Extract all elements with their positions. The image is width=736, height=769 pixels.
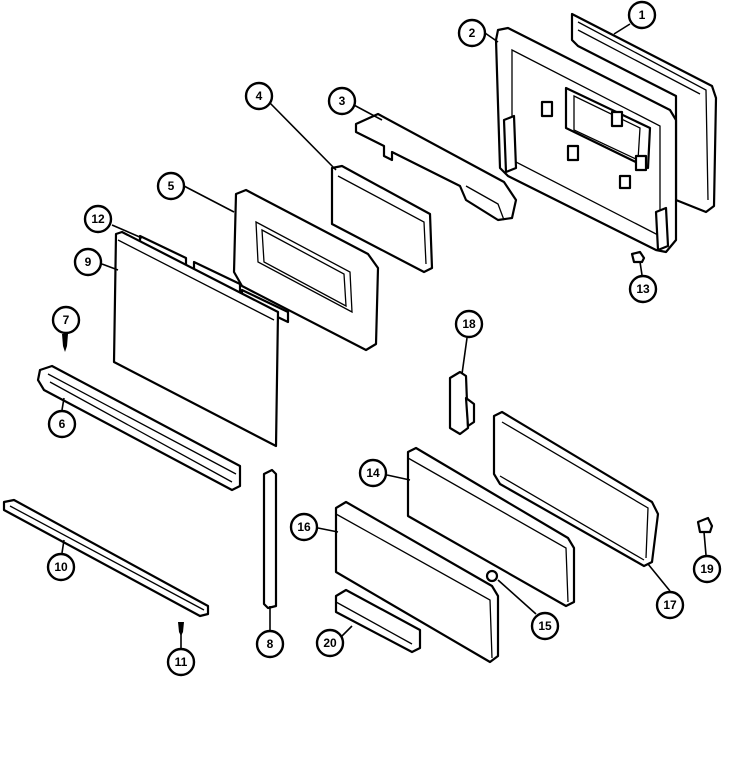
part-15-screw [485, 569, 499, 583]
callout-19: 19 [692, 554, 722, 584]
part-3-vent-duct [354, 112, 518, 222]
svg-text:2: 2 [469, 26, 476, 40]
callout-1: 1 [627, 0, 657, 30]
part-20-drawer-rail [334, 588, 422, 654]
callout-15: 15 [530, 611, 560, 641]
part-8-side-trim [262, 468, 278, 610]
svg-text:5: 5 [168, 179, 175, 193]
leader-lines [61, 23, 707, 649]
callout-5: 5 [156, 171, 186, 201]
part-18-hinge [448, 370, 476, 436]
callout-16: 16 [289, 512, 319, 542]
svg-text:4: 4 [256, 89, 263, 103]
part-17-drawer-panel [492, 410, 660, 568]
part-11-screw [178, 622, 184, 636]
callout-3: 3 [327, 86, 357, 116]
callout-10: 10 [46, 552, 76, 582]
part-4-inner-glass [330, 164, 434, 274]
part-7-screw [62, 334, 68, 352]
svg-text:6: 6 [59, 417, 66, 431]
svg-text:3: 3 [339, 94, 346, 108]
part-6-door-handle [36, 364, 242, 492]
callout-18: 18 [454, 309, 484, 339]
svg-text:10: 10 [54, 560, 68, 574]
svg-text:18: 18 [462, 317, 476, 331]
svg-text:8: 8 [267, 637, 274, 651]
callout-2: 2 [457, 18, 487, 48]
callout-13: 13 [628, 274, 658, 304]
svg-text:19: 19 [700, 562, 714, 576]
part-16-drawer-box [334, 500, 500, 664]
part-14-drawer-front [406, 446, 576, 608]
svg-text:11: 11 [175, 655, 188, 669]
svg-text:14: 14 [366, 466, 380, 480]
part-19-clip [696, 516, 714, 534]
part-13-clip [630, 250, 646, 264]
callout-20: 20 [315, 628, 345, 658]
svg-text:17: 17 [663, 598, 677, 612]
callout-8: 8 [255, 629, 285, 659]
part-5-door-frame [232, 188, 380, 352]
callout-11: 11 [166, 647, 196, 677]
callout-7: 7 [51, 305, 81, 335]
callout-6: 6 [47, 409, 77, 439]
callout-9: 9 [73, 247, 103, 277]
callout-4: 4 [244, 81, 274, 111]
svg-text:12: 12 [91, 212, 105, 226]
callout-17: 17 [655, 590, 685, 620]
part-9-outer-door-panel [112, 230, 280, 448]
callout-12: 12 [83, 204, 113, 234]
svg-text:9: 9 [85, 255, 92, 269]
part-2-inner-door-liner [494, 26, 678, 254]
svg-text:15: 15 [538, 619, 552, 633]
part-1-door-gasket [570, 12, 718, 214]
svg-text:7: 7 [63, 313, 70, 327]
part-10-bottom-trim [2, 498, 210, 618]
svg-text:1: 1 [639, 8, 646, 22]
svg-text:20: 20 [323, 636, 337, 650]
svg-text:16: 16 [297, 520, 311, 534]
svg-text:13: 13 [636, 282, 650, 296]
callout-14: 14 [358, 458, 388, 488]
